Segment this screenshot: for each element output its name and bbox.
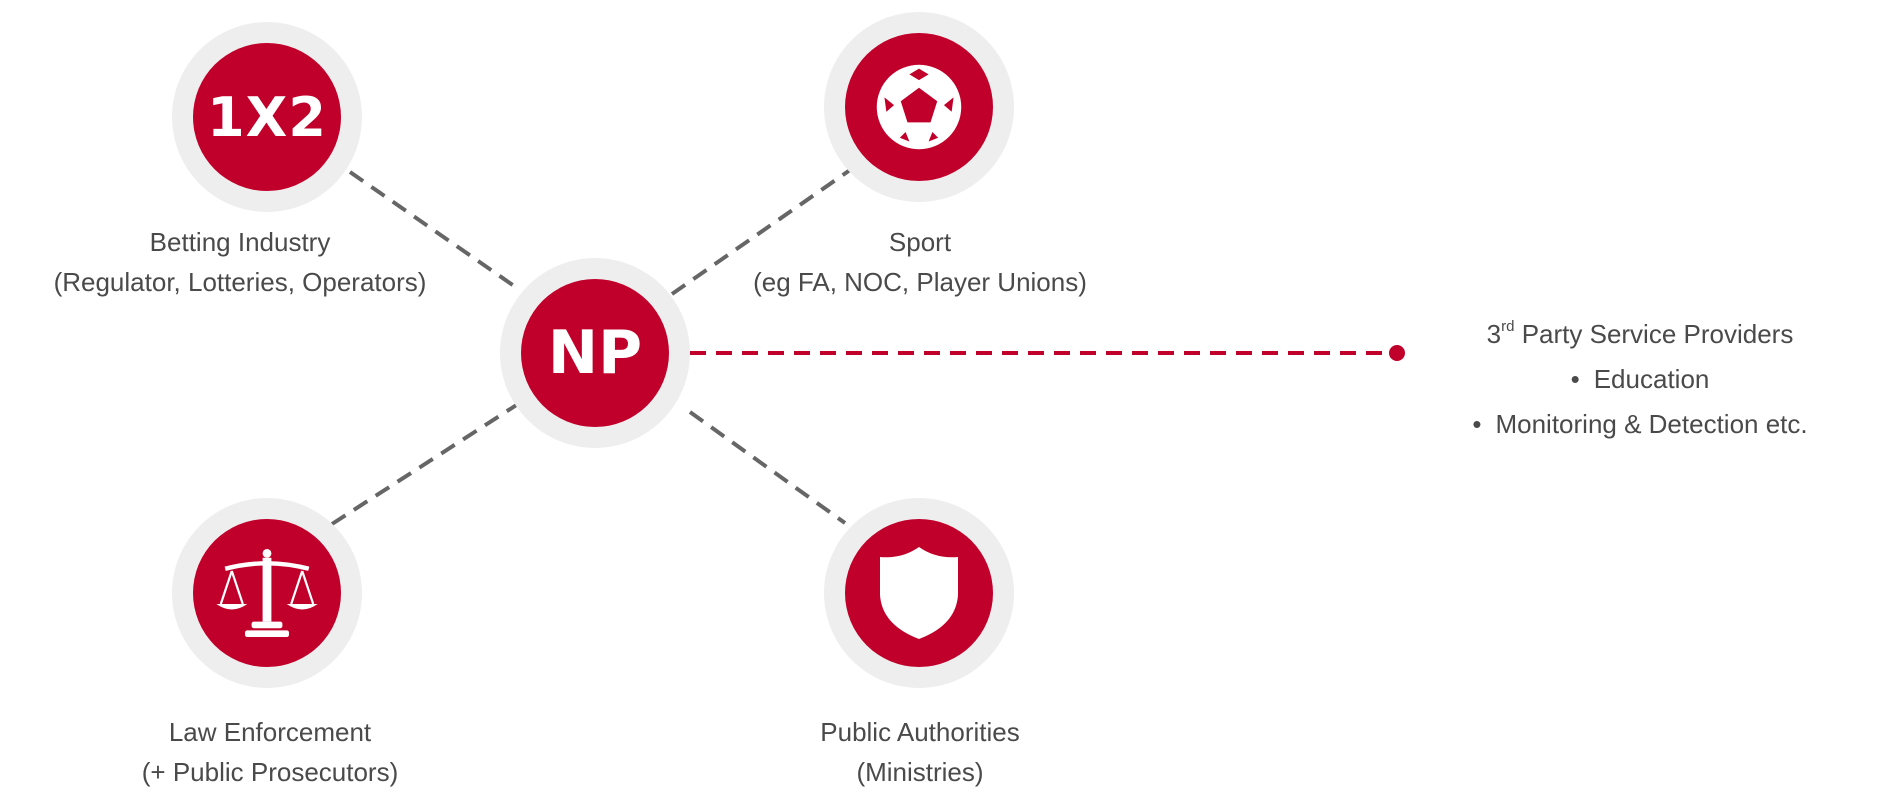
link-law bbox=[330, 402, 520, 526]
node-sport-circle bbox=[845, 33, 993, 181]
1x2-icon: 1X2 bbox=[207, 85, 327, 149]
node-authorities-circle bbox=[845, 519, 993, 667]
node-center: NP bbox=[500, 258, 690, 448]
label-betting: Betting Industry (Regulator, Lotteries, … bbox=[0, 222, 480, 302]
label-authorities-line1: Public Authorities bbox=[820, 717, 1020, 747]
scales-of-justice-icon bbox=[216, 549, 318, 637]
label-sport-line2: (eg FA, NOC, Player Unions) bbox=[753, 267, 1087, 297]
providers-title-prefix: 3 bbox=[1486, 319, 1502, 349]
node-center-circle: NP bbox=[521, 279, 669, 427]
node-law bbox=[172, 498, 362, 688]
list-item: • Monitoring & Detection etc. bbox=[1420, 402, 1860, 447]
node-law-circle bbox=[193, 519, 341, 667]
node-betting-circle: 1X2 bbox=[193, 43, 341, 191]
link-providers-endpoint bbox=[1389, 345, 1405, 361]
providers-item-monitoring: Monitoring & Detection etc. bbox=[1495, 409, 1808, 439]
node-betting: 1X2 bbox=[172, 22, 362, 212]
providers-title-superscript: rd bbox=[1501, 318, 1515, 335]
providers-block: 3rd Party Service Providers • Education •… bbox=[1420, 312, 1860, 447]
label-betting-line1: Betting Industry bbox=[149, 227, 331, 257]
node-sport bbox=[824, 12, 1014, 202]
providers-title: 3rd Party Service Providers bbox=[1420, 312, 1860, 357]
label-authorities: Public Authorities (Ministries) bbox=[760, 712, 1080, 792]
node-authorities bbox=[824, 498, 1014, 688]
football-icon bbox=[876, 64, 962, 150]
label-law-line2: (+ Public Prosecutors) bbox=[141, 757, 399, 787]
link-authorities bbox=[688, 410, 847, 525]
bullet: • bbox=[1570, 364, 1580, 394]
bullet: • bbox=[1472, 409, 1482, 439]
providers-item-education: Education bbox=[1593, 364, 1710, 394]
label-law: Law Enforcement (+ Public Prosecutors) bbox=[110, 712, 430, 792]
label-betting-line2: (Regulator, Lotteries, Operators) bbox=[53, 267, 427, 297]
providers-title-rest: Party Service Providers bbox=[1514, 319, 1794, 349]
label-authorities-line2: (Ministries) bbox=[856, 757, 984, 787]
link-betting bbox=[348, 170, 519, 290]
label-law-line1: Law Enforcement bbox=[168, 717, 372, 747]
link-sport bbox=[670, 168, 852, 296]
center-node-text: NP bbox=[547, 318, 643, 388]
shield-icon bbox=[880, 547, 958, 639]
label-sport-line1: Sport bbox=[888, 227, 952, 257]
providers-list: • Education • Monitoring & Detection etc. bbox=[1420, 357, 1860, 447]
list-item: • Education bbox=[1420, 357, 1860, 402]
label-sport: Sport (eg FA, NOC, Player Unions) bbox=[700, 222, 1140, 302]
